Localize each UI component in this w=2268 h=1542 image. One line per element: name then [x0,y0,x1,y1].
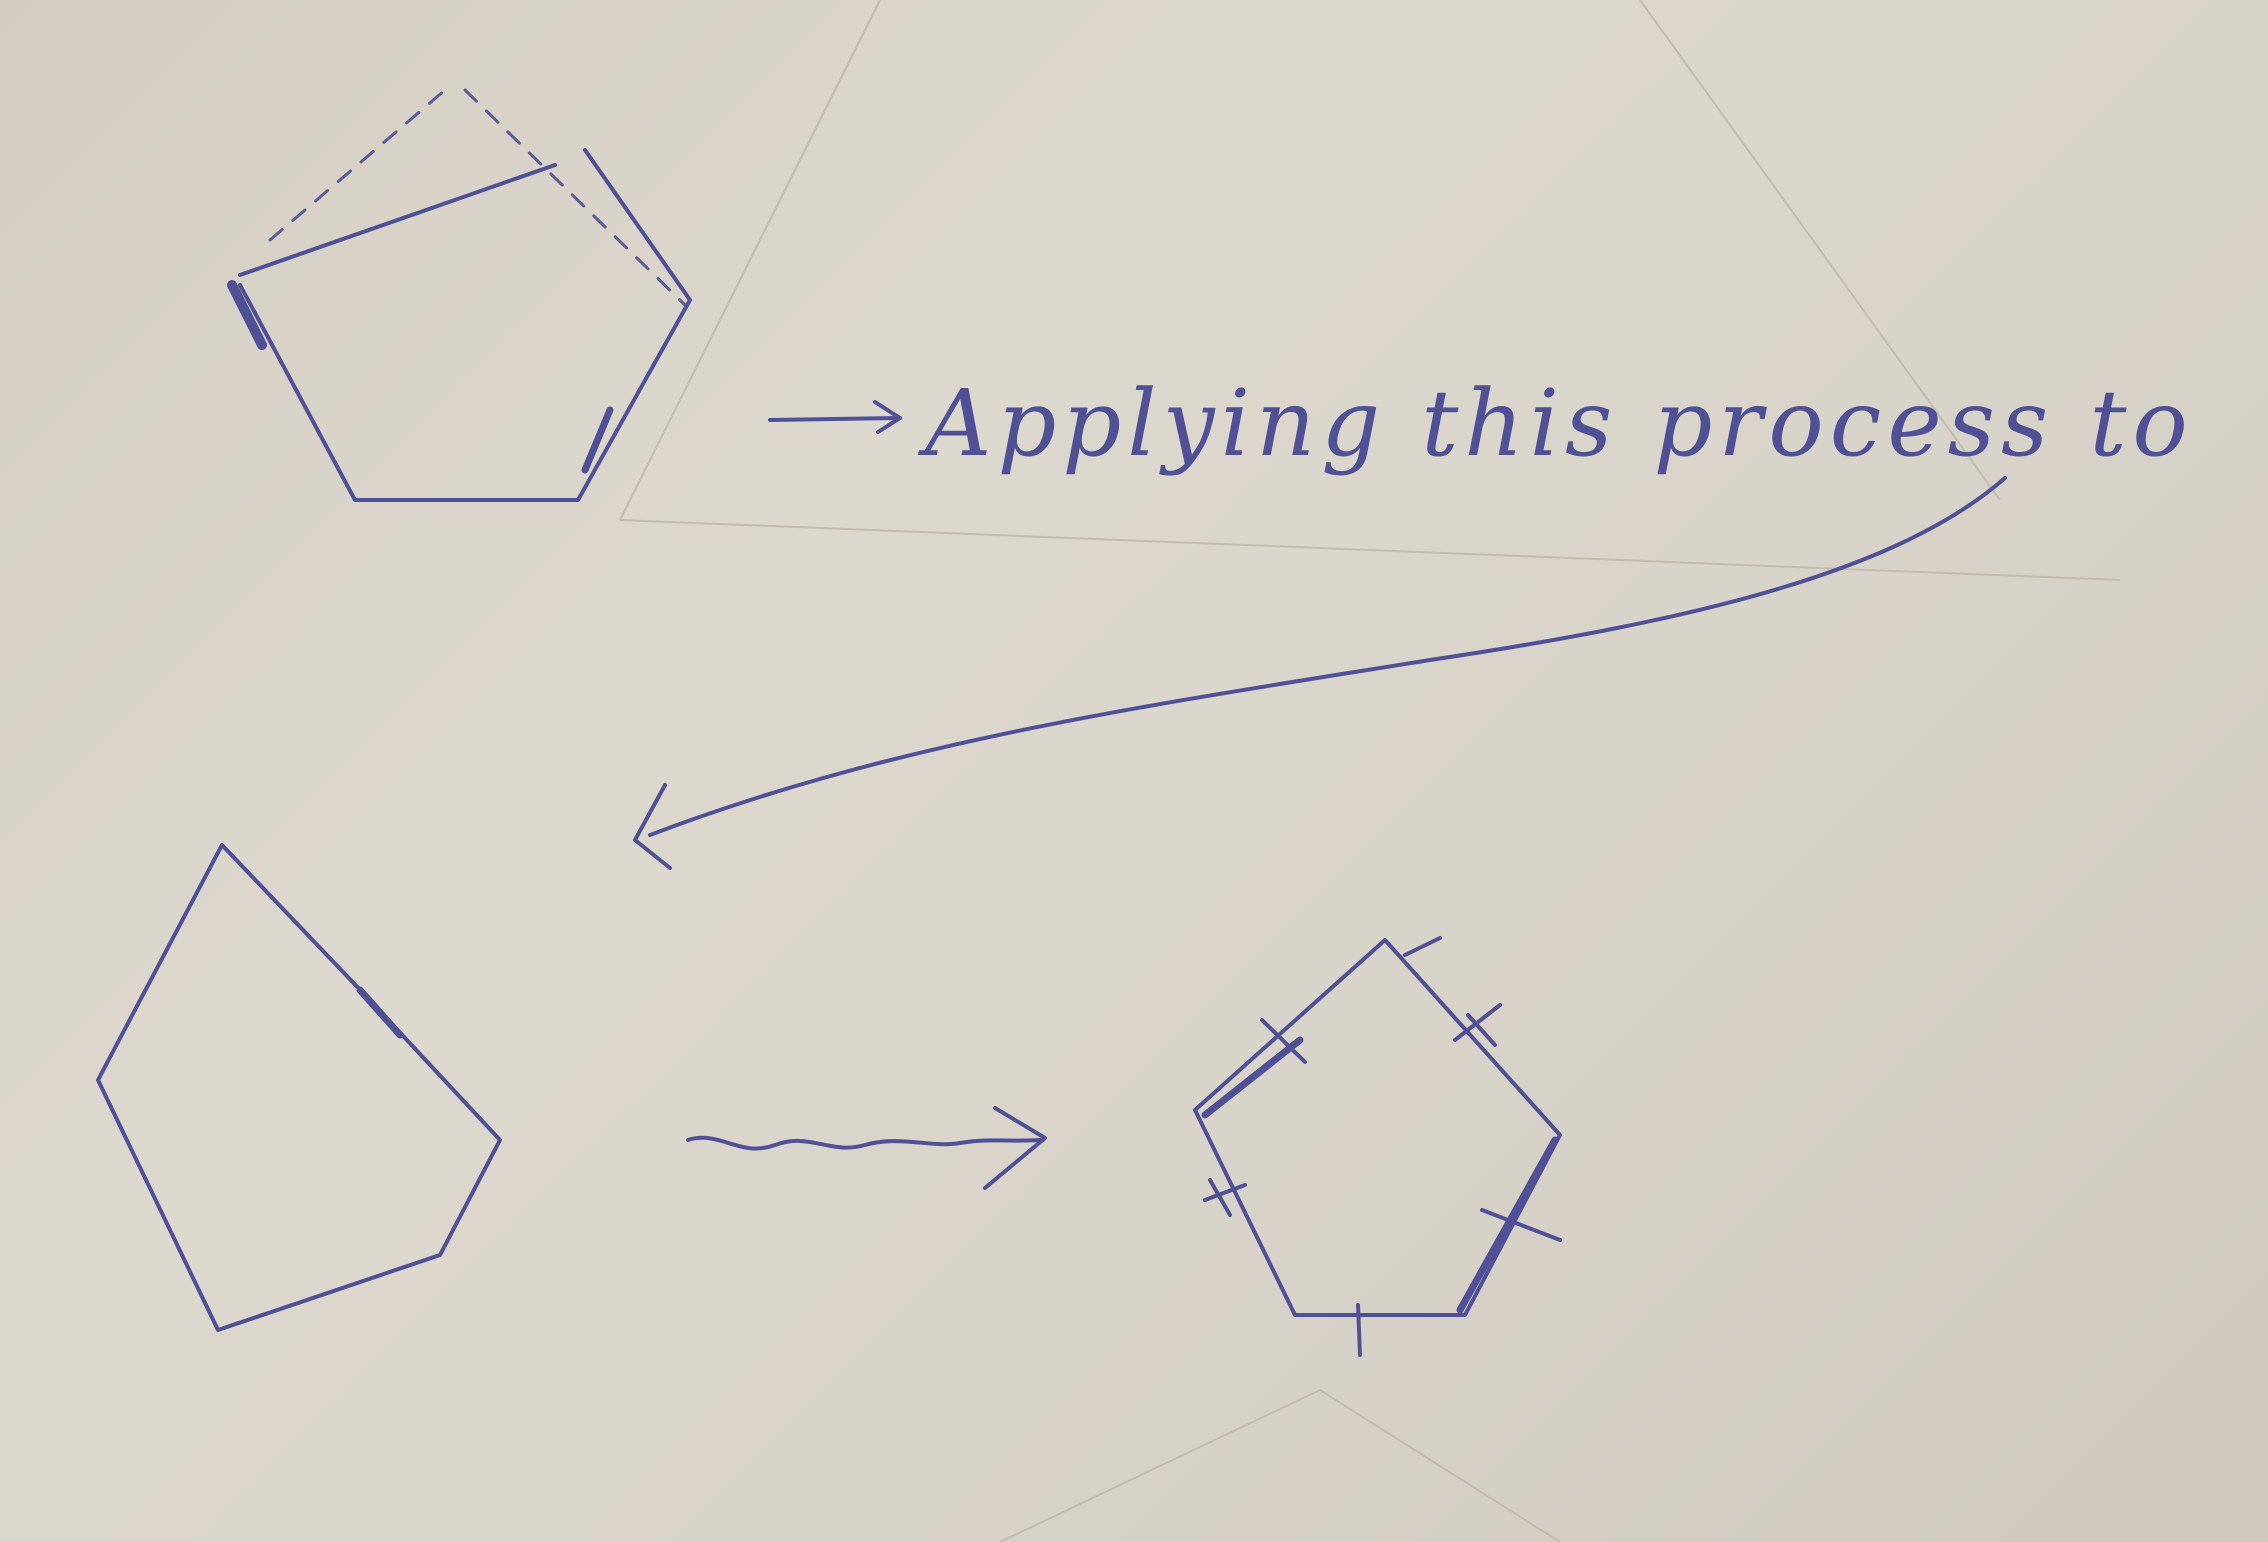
tick-marks [1203,936,1562,1357]
long-curved-arrow [633,476,2007,870]
tick-mark [1356,1303,1362,1357]
regular-pentagon-thick-right [1456,1136,1559,1314]
fold-pentagon-dashed-right [463,88,687,307]
regular-pentagon-thick-edge [1201,1036,1304,1119]
tick-mark [1260,1018,1307,1064]
irregular-pentagon-outline [96,843,502,1332]
tick-mark [1480,1208,1562,1242]
caption-text: Applying this process to [917,370,2194,477]
caption-arrow [768,400,902,434]
wavy-arrow [686,1106,1047,1190]
irregular-pentagon-accent [356,986,404,1039]
fold-pentagon-thick-corner [227,280,267,350]
regular-pentagon-outline [1193,938,1562,1317]
fold-pentagon [227,88,692,502]
fold-pentagon-right-accent [581,406,614,474]
fold-pentagon-dashed-left [268,88,447,242]
tick-mark [1403,936,1442,957]
regular-pentagon [1193,936,1562,1357]
tick-mark [1203,1178,1247,1217]
paper-creases [619,0,2121,1542]
irregular-pentagon [96,843,502,1332]
fold-pentagon-outline [238,148,692,502]
tick-mark [1453,1003,1502,1047]
